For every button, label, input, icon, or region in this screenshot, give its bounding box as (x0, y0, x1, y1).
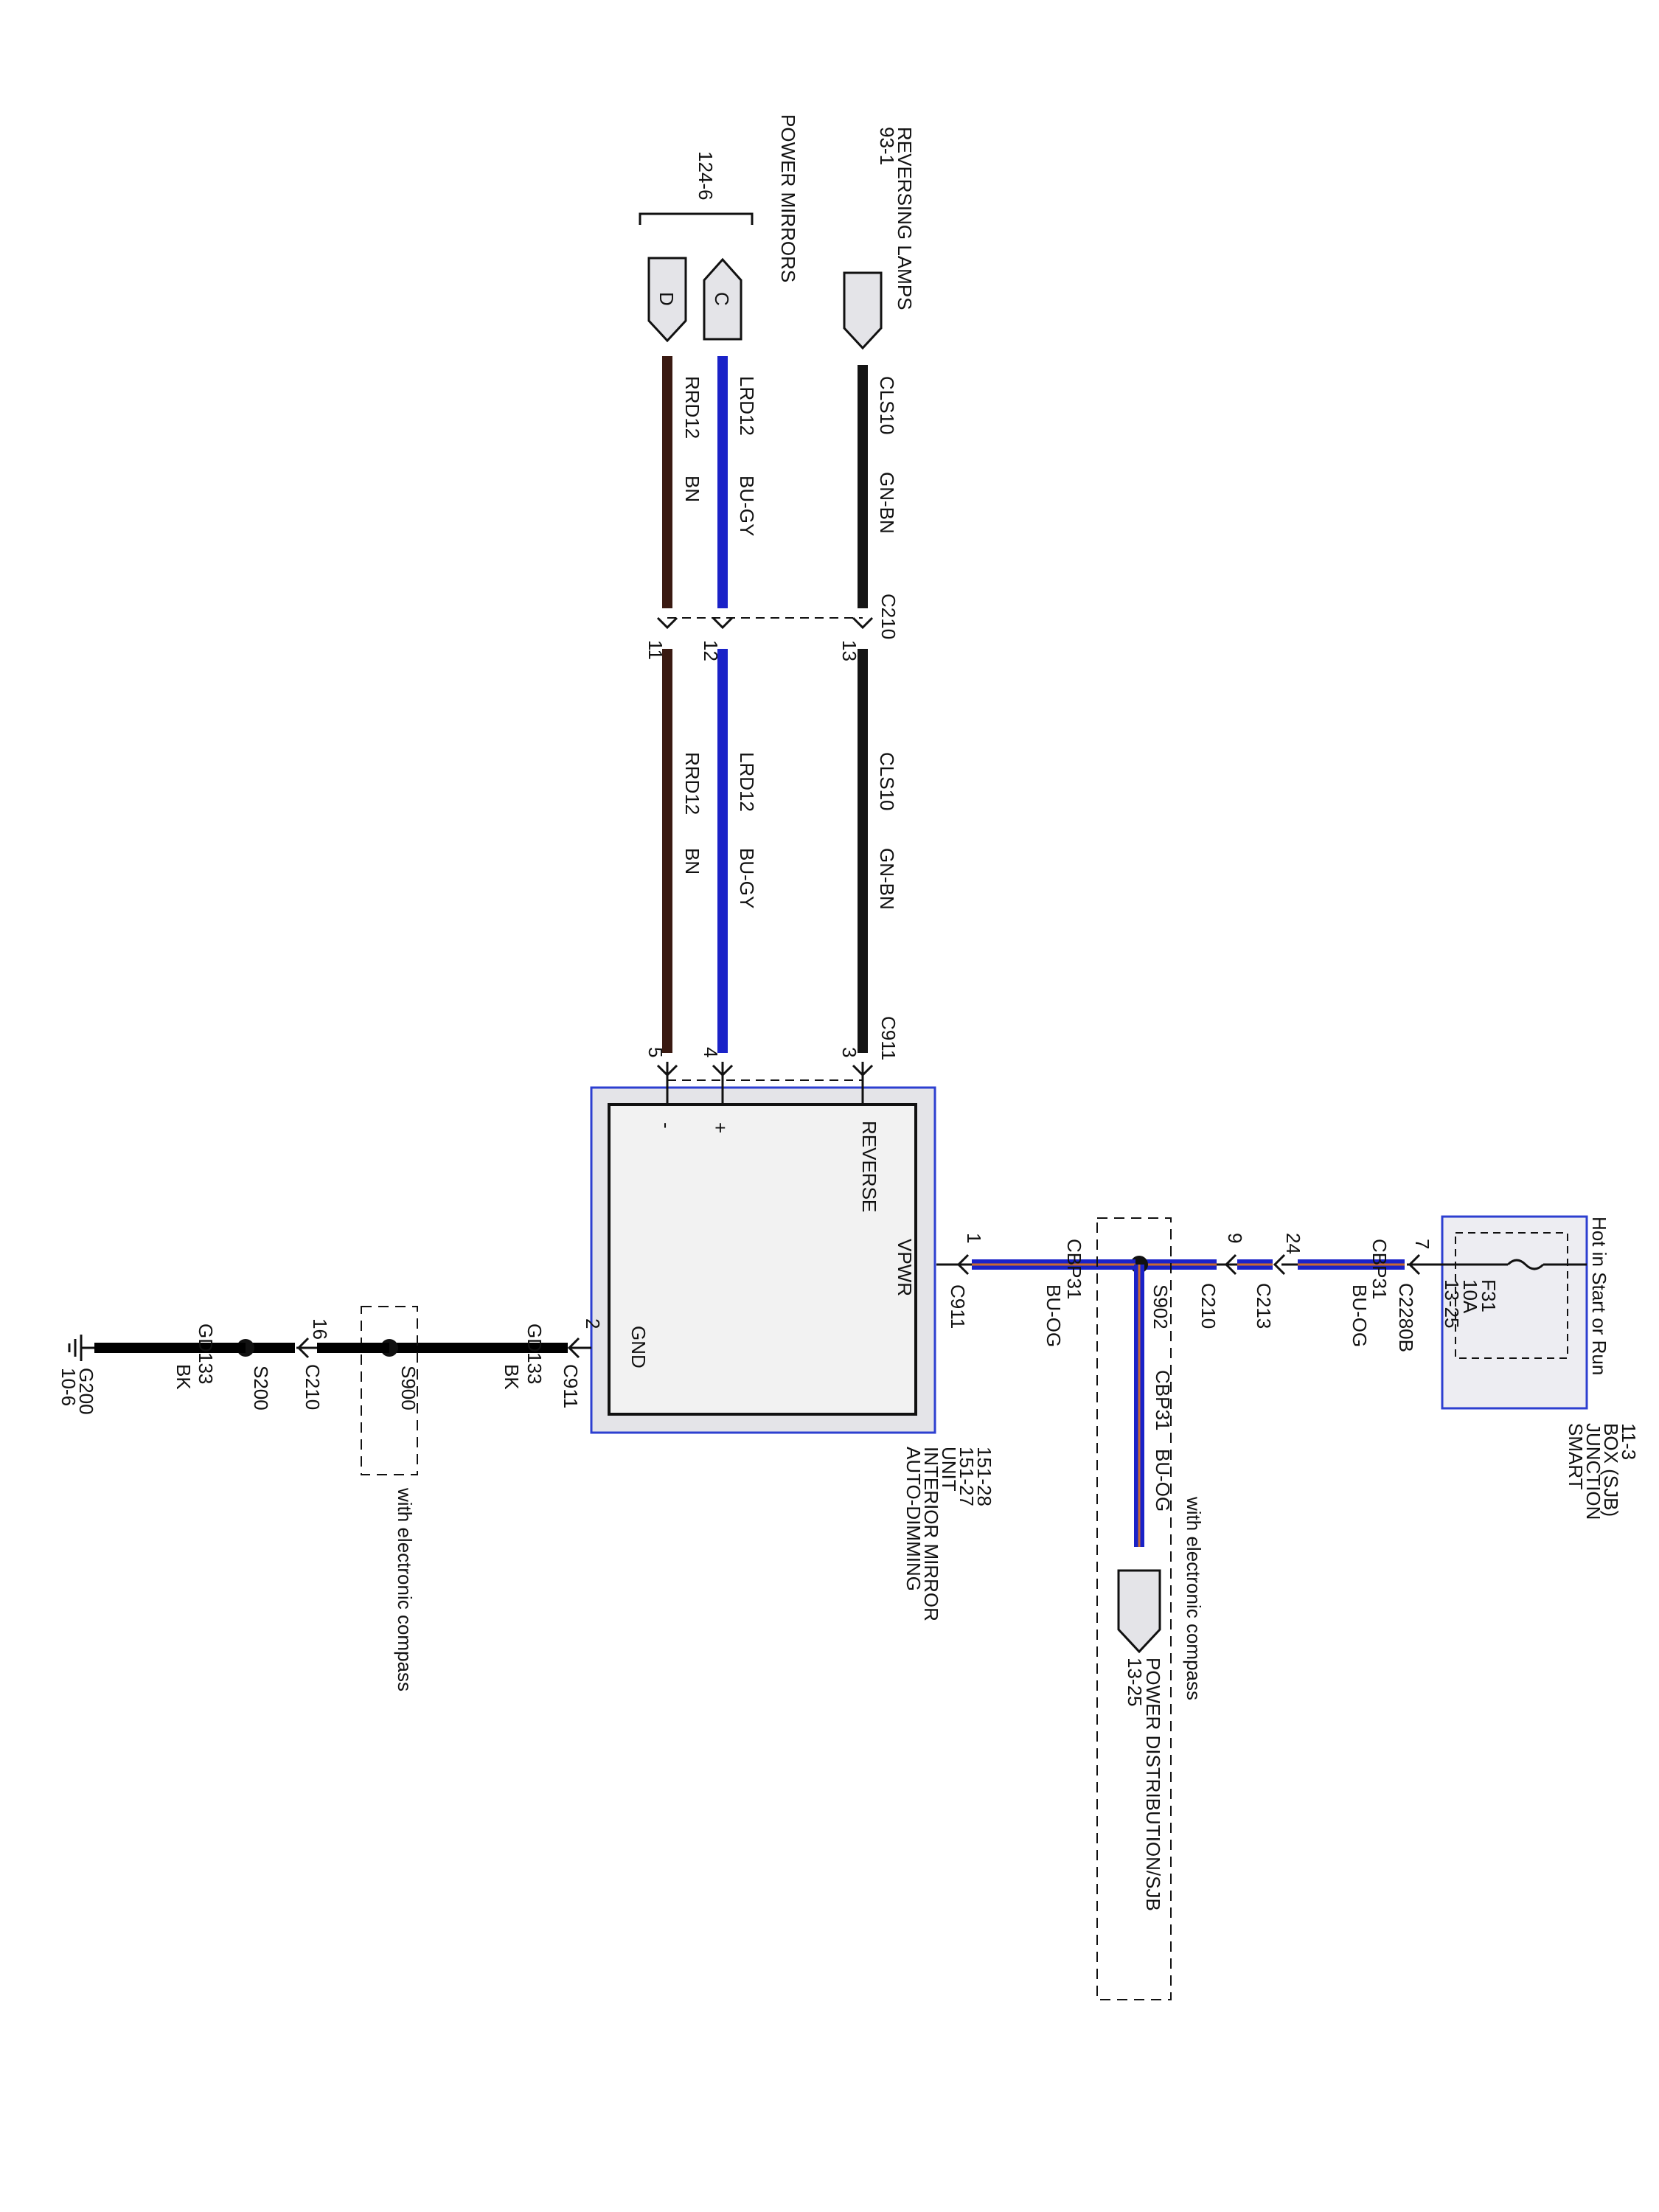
reversing-lamps-page: 93-1 (876, 127, 898, 165)
rrd12-color-label-upper: BN (681, 476, 703, 502)
c210-top-label: C210 (877, 594, 900, 639)
c911-vpwr-pin: 1 (963, 1233, 985, 1243)
c911-pin4: 4 (700, 1047, 722, 1057)
compass-option-label-upper: with electronic compass (1183, 1496, 1205, 1700)
smart-junction-box: Hot in Start or Run F31 10A 13-25 SMART … (1419, 1215, 1640, 1520)
power-feed-wiring: 7 C2280B CBP31 BU-OG 24 C213 9 (936, 1217, 1433, 2000)
c210-pin11-connector-icon (656, 616, 678, 630)
lrd12-color-label-upper: BU-GY (736, 476, 758, 536)
auto-dimming-mirror-unit: VPWR GND REVERSE + - AUTO-DIMMING INTERI… (590, 1086, 995, 1621)
power-mirrors-bracket (639, 212, 754, 225)
gd133-color-label-1: BK (501, 1364, 523, 1390)
cls10-color-label-lower: GN-BN (876, 848, 898, 910)
c210-pin13-connector-icon (852, 616, 874, 630)
power-mirrors-page: 124-6 (695, 151, 717, 201)
cbp31-color-label-2: BU-OG (1043, 1284, 1065, 1347)
sjb-power-label: Hot in Start or Run (1588, 1217, 1610, 1375)
mirror-connector-c-icon (703, 257, 742, 341)
sjb-label-line-4: 11-3 (1618, 1423, 1640, 1460)
c213-connector-icon (1273, 1253, 1286, 1276)
pin-plus-label: + (709, 1122, 731, 1133)
compass-option-box-lower (361, 1306, 418, 1475)
c213-pin: 24 (1282, 1233, 1304, 1254)
mirror-label-line-3: UNIT (938, 1447, 960, 1492)
sjb-inner (1455, 1232, 1568, 1359)
gd133-circuit-label-1: GD133 (524, 1324, 546, 1384)
c911-pin3: 3 (838, 1047, 860, 1057)
c2280b-label: C2280B (1395, 1283, 1417, 1352)
c210-power-label: C210 (1197, 1283, 1220, 1329)
reversing-lamps-connector-icon (843, 271, 883, 350)
c911-vpwr-label: C911 (947, 1284, 969, 1329)
pin-vpwr-label: VPWR (894, 1239, 916, 1296)
fuse-f31-icon (1506, 1259, 1545, 1270)
c210-pin13: 13 (838, 640, 860, 661)
ground-id: G200 (75, 1368, 97, 1415)
ground-icon (68, 1335, 94, 1361)
power-mirrors-wiring: POWER MIRRORS 124-6 C D LRD12 BU-GY RRD1… (639, 114, 863, 1105)
sjb-label-line-3: BOX (SJB) (1600, 1423, 1622, 1517)
c911-gnd-pin: 2 (582, 1318, 604, 1329)
mirror-unit-body (608, 1103, 917, 1416)
mirror-label-line-2: INTERIOR MIRROR (920, 1447, 942, 1621)
fuse-rating: 10A (1459, 1279, 1481, 1314)
compass-option-label-lower: with electronic compass (394, 1487, 416, 1691)
sjb-label-line-2: JUNCTION (1582, 1423, 1604, 1520)
power-distribution-page: 13-25 (1124, 1658, 1146, 1707)
rrd12-circuit-label-upper: RRD12 (681, 376, 703, 439)
power-distribution-name: POWER DISTRIBUTION/SJB (1142, 1658, 1164, 1911)
c911-gnd-label: C911 (560, 1364, 582, 1408)
c911-gnd-connector-icon (567, 1337, 580, 1359)
lrd12-circuit-label-lower: LRD12 (736, 752, 758, 812)
mirror-label-line-1: AUTO-DIMMING (902, 1447, 925, 1591)
gd133-circuit-label-2: GD133 (195, 1324, 217, 1384)
rrd12-color-label-lower: BN (681, 848, 703, 874)
s902-label: S902 (1150, 1284, 1172, 1329)
rrd12-circuit-label-lower: RRD12 (681, 752, 703, 815)
c911-pin5: 5 (644, 1047, 667, 1057)
lrd12-color-label-lower: BU-GY (736, 848, 758, 908)
ground-wiring: 2 C911 GD133 BK S900 with electronic com… (58, 1306, 604, 1691)
pin-gnd-label: GND (627, 1326, 650, 1368)
sjb-label-line-1: SMART (1565, 1423, 1587, 1490)
s200-label: S200 (250, 1366, 272, 1411)
c213-label: C213 (1253, 1283, 1275, 1329)
mirror-connector-d-label: D (655, 292, 678, 306)
mirror-label-line-4: 151-27 (956, 1447, 978, 1506)
s900-label: S900 (397, 1366, 420, 1411)
gd133-color-label-2: BK (173, 1364, 195, 1390)
power-distribution-connector-icon (1117, 1569, 1161, 1654)
c2280b-pin: 7 (1411, 1239, 1433, 1249)
cbp31-circuit-label-1: CBP31 (1368, 1239, 1391, 1299)
cls10-circuit-label-lower: CLS10 (876, 752, 898, 811)
c210-power-pin: 9 (1224, 1233, 1246, 1243)
mirror-connector-c-label: C (711, 292, 733, 306)
lrd12-circuit-label-upper: LRD12 (736, 376, 758, 436)
reversing-lamps-label: REVERSING LAMPS (894, 127, 916, 310)
c210-gnd-label: C210 (302, 1364, 324, 1410)
c911-top-label: C911 (877, 1016, 900, 1060)
pin-minus-label: - (655, 1122, 678, 1129)
mirror-label-line-5: 151-28 (973, 1447, 995, 1506)
fuse-id: F31 (1478, 1279, 1500, 1312)
cls10-circuit-label-upper: CLS10 (876, 376, 898, 435)
cls10-color-label-upper: GN-BN (876, 472, 898, 534)
ground-page: 10-6 (58, 1368, 80, 1406)
mirror-connector-d-icon (647, 257, 687, 343)
power-mirrors-name: POWER MIRRORS (777, 114, 799, 282)
compass-option-box-upper (1096, 1217, 1172, 2000)
reverse-signal-wiring: REVERSING LAMPS 93-1 CLS10 GN-BN C210 13… (838, 127, 916, 1105)
cbp31-color-label-1: BU-OG (1349, 1284, 1371, 1347)
cbp31-circuit-label-2: CBP31 (1063, 1239, 1085, 1299)
pin-reverse-label: REVERSE (858, 1121, 880, 1212)
c210-pin12-connector-icon (712, 616, 734, 630)
c210-gnd-pin: 16 (309, 1318, 331, 1340)
fuse-page: 13-25 (1441, 1279, 1463, 1329)
sjb-outline (1441, 1215, 1588, 1410)
